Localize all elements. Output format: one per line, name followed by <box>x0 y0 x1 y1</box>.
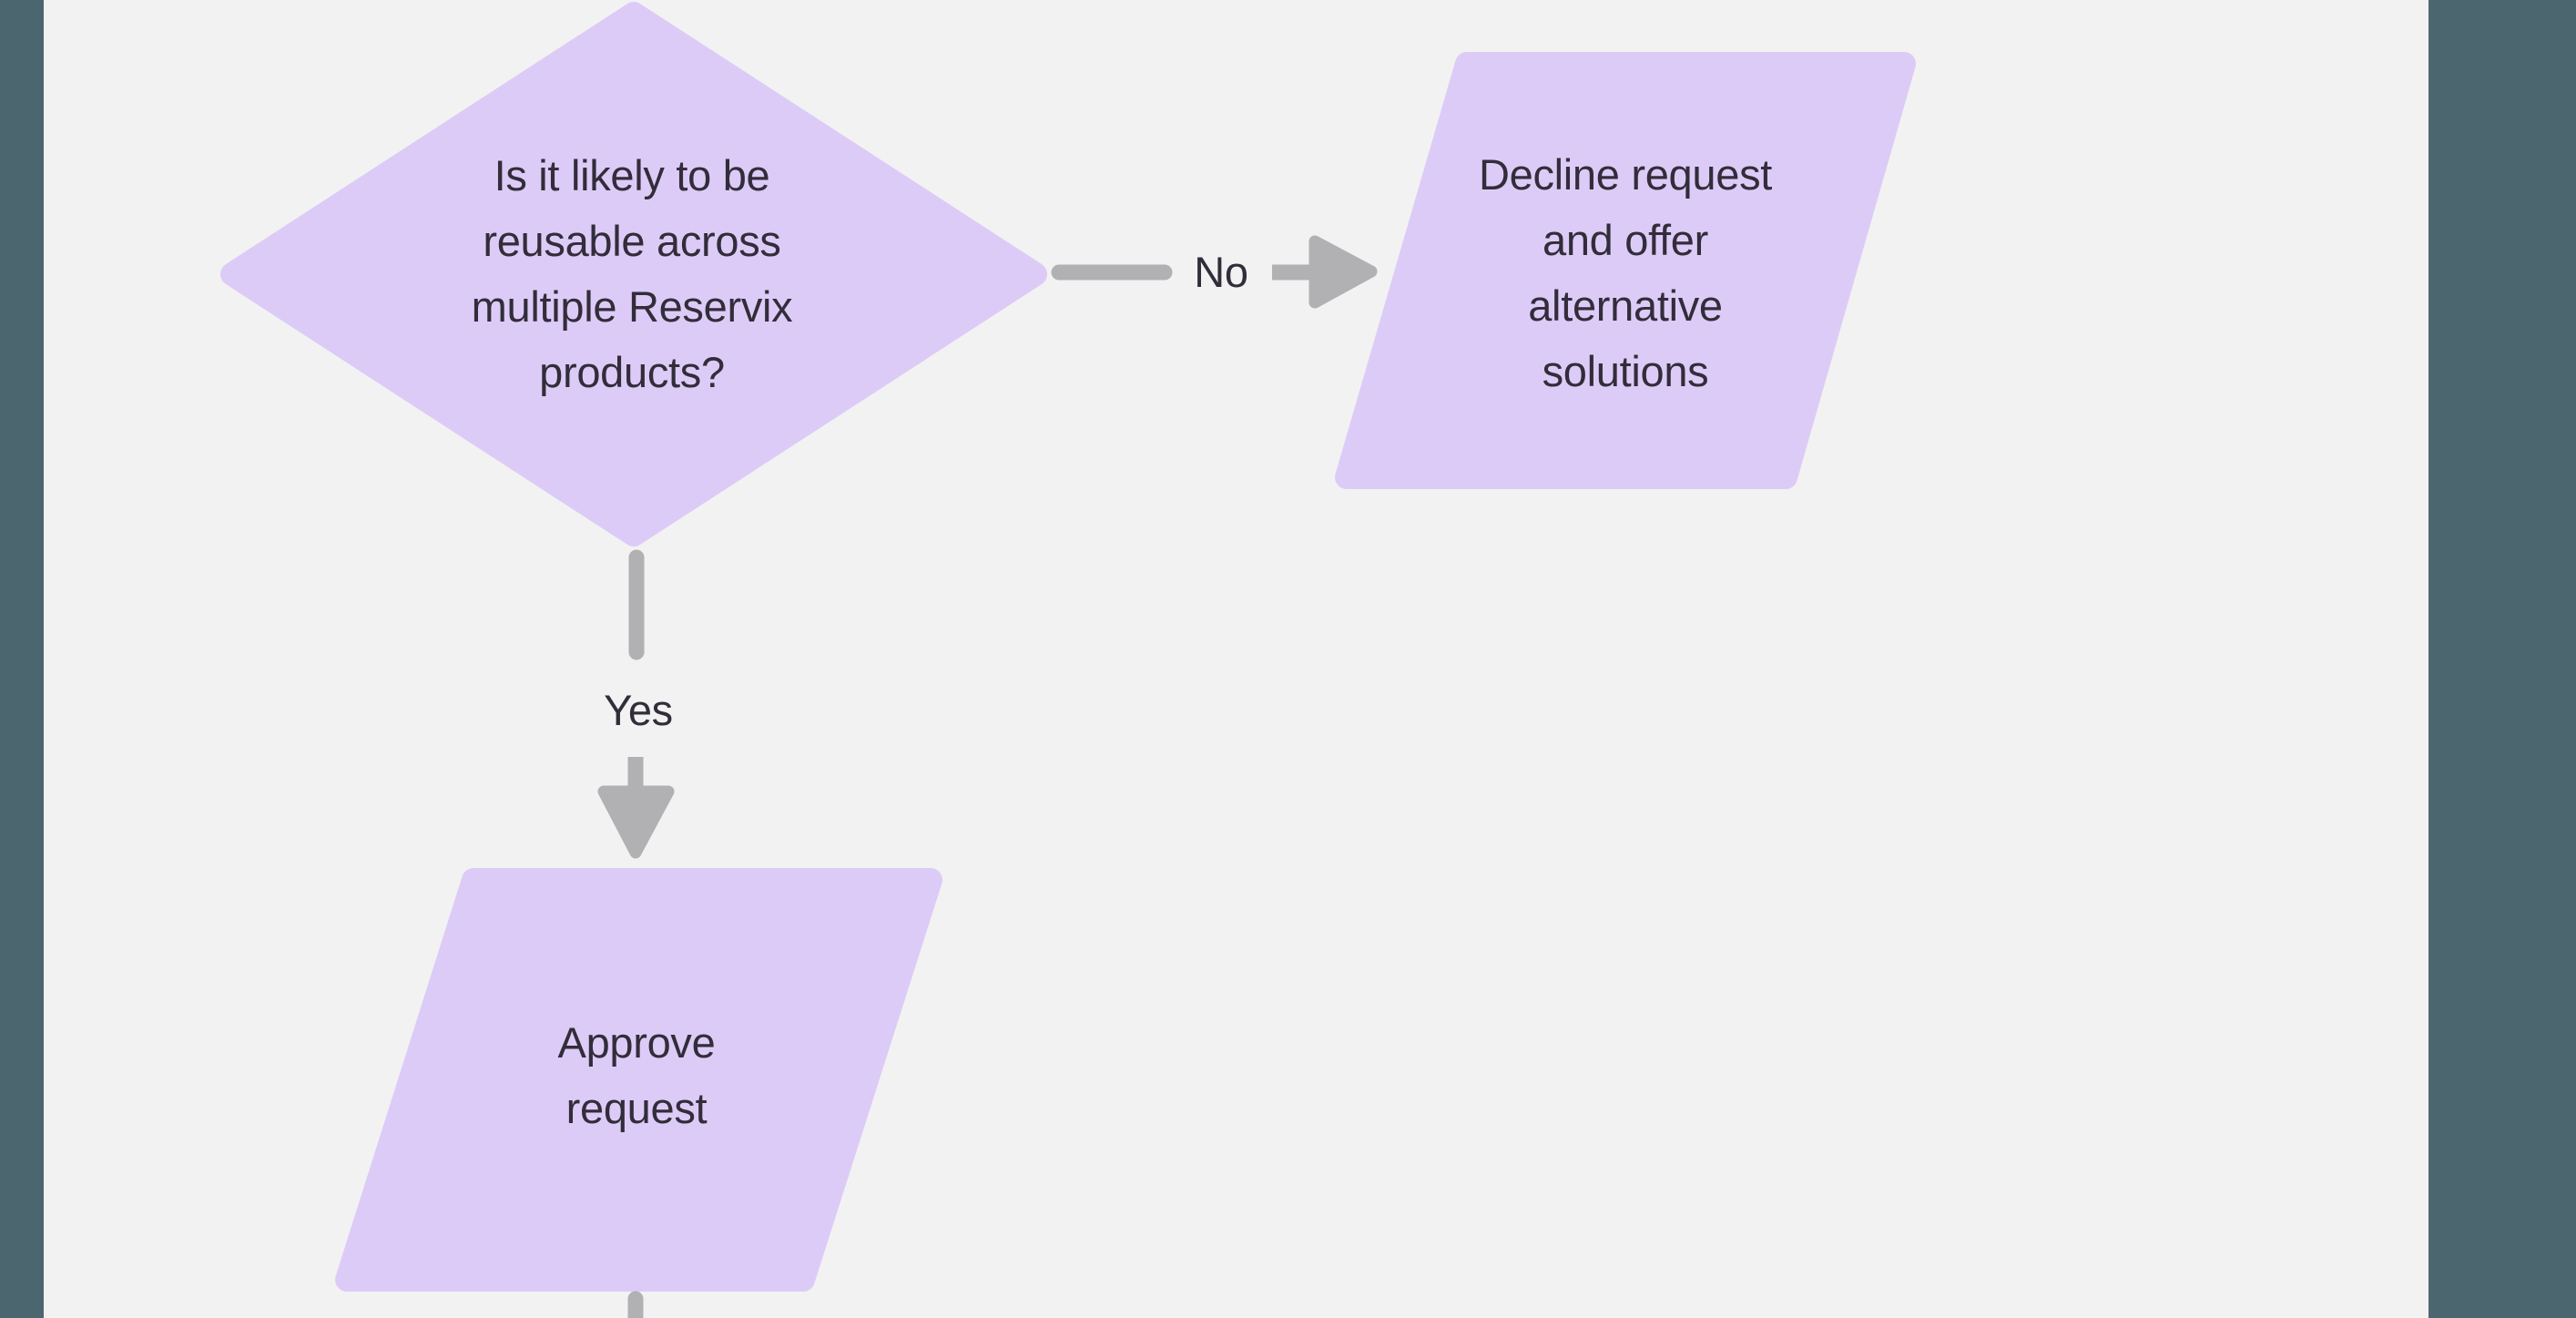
approve-node-label: Approve request <box>558 1010 716 1141</box>
decision-label-line: multiple Reservix <box>471 282 793 331</box>
decision-label-line: reusable across <box>483 217 781 265</box>
decline-node-shape <box>1335 52 1916 489</box>
left-rail <box>0 0 44 1318</box>
approve-label-line: request <box>565 1084 708 1132</box>
right-rail <box>2428 0 2576 1318</box>
decline-label-line: alternative <box>1528 281 1723 330</box>
yes-arrowhead <box>597 785 675 859</box>
no-arrowhead <box>1308 235 1378 309</box>
decline-label-line: Decline request <box>1478 150 1773 199</box>
decision-diamond-shape <box>220 2 1047 547</box>
decline-label-line: and offer <box>1543 216 1708 264</box>
decision-label-line: Is it likely to be <box>494 151 770 199</box>
decline-label-line: solutions <box>1542 347 1709 395</box>
decision-label-line: products? <box>539 348 725 396</box>
decline-node-label: Decline request and offer alternative so… <box>1479 142 1772 404</box>
approve-node-shape <box>335 868 942 1292</box>
approve-label-line: Approve <box>557 1018 716 1067</box>
yes-edge-label: Yes <box>604 686 673 734</box>
no-edge-label: No <box>1194 248 1248 296</box>
decision-node-label: Is it likely to be reusable across multi… <box>472 143 793 405</box>
